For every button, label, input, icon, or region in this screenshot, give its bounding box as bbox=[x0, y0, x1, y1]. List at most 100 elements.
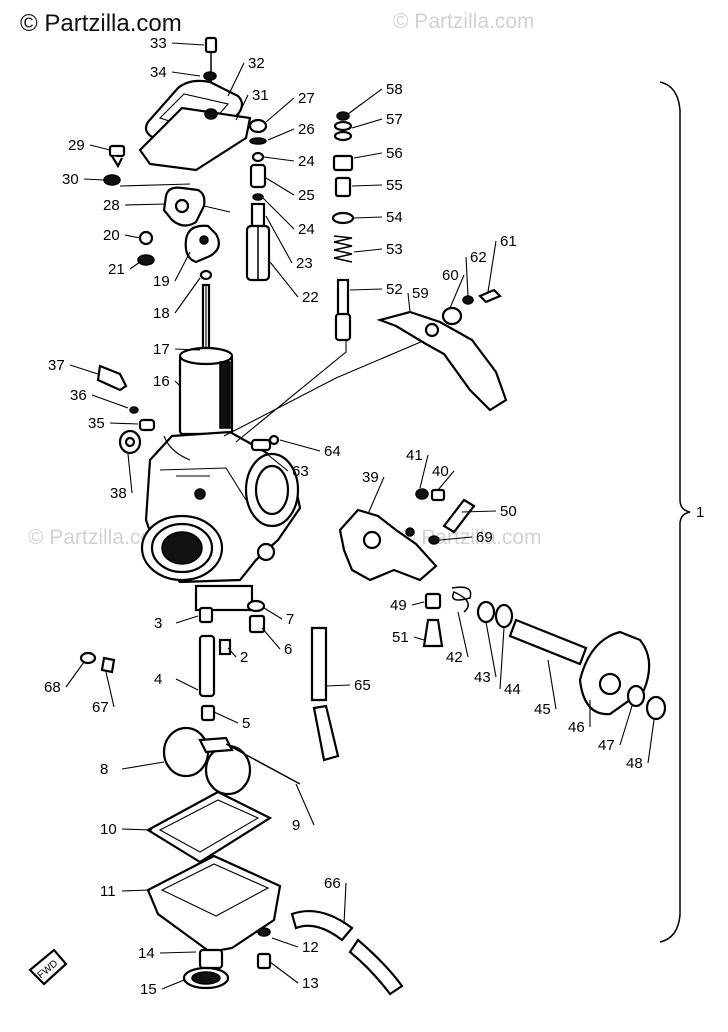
float-bowl-group bbox=[145, 790, 282, 990]
leader-line-36 bbox=[91, 394, 129, 409]
part-callout-69[interactable]: 69 bbox=[476, 529, 493, 546]
partzilla-watermark: © Partzilla.com bbox=[20, 10, 182, 37]
leader-line-25 bbox=[265, 177, 295, 196]
part-callout-16[interactable]: 16 bbox=[153, 373, 170, 390]
part-callout-13[interactable]: 13 bbox=[302, 975, 319, 992]
assembly-number-label: 1 bbox=[696, 504, 704, 521]
part-callout-9[interactable]: 9 bbox=[292, 817, 300, 834]
part-callout-20[interactable]: 20 bbox=[103, 227, 120, 244]
part-callout-5[interactable]: 5 bbox=[242, 715, 250, 732]
leader-line-61 bbox=[487, 240, 497, 293]
part-callout-53[interactable]: 53 bbox=[386, 241, 403, 258]
carburetor-body bbox=[140, 300, 431, 612]
part-callout-60[interactable]: 60 bbox=[442, 267, 459, 284]
part-callout-18[interactable]: 18 bbox=[153, 305, 170, 322]
leader-line-45 bbox=[547, 659, 557, 710]
part-callout-15[interactable]: 15 bbox=[140, 981, 157, 998]
part-callout-51[interactable]: 51 bbox=[392, 629, 409, 646]
part-callout-39[interactable]: 39 bbox=[362, 469, 379, 486]
part-callout-37[interactable]: 37 bbox=[48, 357, 65, 374]
part-callout-57[interactable]: 57 bbox=[386, 111, 403, 128]
part-callout-47[interactable]: 47 bbox=[598, 737, 615, 754]
part-callout-17[interactable]: 17 bbox=[153, 341, 170, 358]
leader-line-42 bbox=[457, 611, 469, 658]
leader-line-20 bbox=[124, 234, 141, 239]
part-callout-21[interactable]: 21 bbox=[108, 261, 125, 278]
part-callout-23[interactable]: 23 bbox=[296, 255, 313, 272]
leader-line-27 bbox=[265, 97, 295, 123]
leader-line-35 bbox=[109, 422, 139, 425]
part-callout-65[interactable]: 65 bbox=[354, 677, 371, 694]
part-callout-12[interactable]: 12 bbox=[302, 939, 319, 956]
part-callout-6[interactable]: 6 bbox=[284, 641, 292, 658]
part-callout-63[interactable]: 63 bbox=[292, 463, 309, 480]
part-callout-11[interactable]: 11 bbox=[100, 883, 116, 900]
part-callout-44[interactable]: 44 bbox=[504, 681, 521, 698]
part-callout-61[interactable]: 61 bbox=[500, 233, 517, 250]
leader-line-56 bbox=[353, 152, 383, 159]
part-callout-59[interactable]: 59 bbox=[412, 285, 429, 302]
leader-line-12 bbox=[271, 937, 299, 948]
part-callout-58[interactable]: 58 bbox=[386, 81, 403, 98]
part-callout-2[interactable]: 2 bbox=[240, 649, 248, 666]
part-callout-68[interactable]: 68 bbox=[44, 679, 61, 696]
leader-line-53 bbox=[353, 248, 383, 253]
top-cover-group bbox=[138, 36, 252, 172]
part-callout-3[interactable]: 3 bbox=[154, 615, 162, 632]
leader-line-21 bbox=[129, 261, 141, 270]
part-callout-24[interactable]: 24 bbox=[298, 221, 315, 238]
part-callout-31[interactable]: 31 bbox=[252, 87, 269, 104]
part-callout-66[interactable]: 66 bbox=[324, 875, 341, 892]
part-callout-38[interactable]: 38 bbox=[110, 485, 127, 502]
leader-lines bbox=[65, 42, 655, 990]
leader-line-8 bbox=[121, 761, 165, 770]
part-callout-10[interactable]: 10 bbox=[100, 821, 117, 838]
part-callout-67[interactable]: 67 bbox=[92, 699, 109, 716]
assembly-bracket bbox=[659, 81, 691, 943]
faint-watermark: © Partzilla.com bbox=[393, 10, 535, 33]
part-callout-41[interactable]: 41 bbox=[406, 447, 423, 464]
part-callout-52[interactable]: 52 bbox=[386, 281, 403, 298]
part-callout-54[interactable]: 54 bbox=[386, 209, 403, 226]
part-callout-8[interactable]: 8 bbox=[100, 761, 108, 778]
part-callout-30[interactable]: 30 bbox=[62, 171, 79, 188]
leader-line-29 bbox=[89, 144, 111, 151]
leader-line-34 bbox=[171, 71, 201, 77]
part-callout-43[interactable]: 43 bbox=[474, 669, 491, 686]
part-callout-46[interactable]: 46 bbox=[568, 719, 585, 736]
part-callout-24[interactable]: 24 bbox=[298, 153, 315, 170]
part-callout-7[interactable]: 7 bbox=[286, 611, 294, 628]
air-screw-group bbox=[250, 434, 280, 452]
leader-line-33 bbox=[171, 42, 205, 46]
part-callout-14[interactable]: 14 bbox=[138, 945, 155, 962]
part-callout-49[interactable]: 49 bbox=[390, 597, 407, 614]
part-callout-45[interactable]: 45 bbox=[534, 701, 551, 718]
part-callout-55[interactable]: 55 bbox=[386, 177, 403, 194]
part-callout-19[interactable]: 19 bbox=[153, 273, 170, 290]
part-callout-22[interactable]: 22 bbox=[302, 289, 319, 306]
part-callout-35[interactable]: 35 bbox=[88, 415, 105, 432]
part-callout-28[interactable]: 28 bbox=[103, 197, 120, 214]
part-callout-34[interactable]: 34 bbox=[150, 64, 167, 81]
part-callout-62[interactable]: 62 bbox=[470, 249, 487, 266]
part-callout-40[interactable]: 40 bbox=[432, 463, 449, 480]
part-callout-25[interactable]: 25 bbox=[298, 187, 315, 204]
part-callout-56[interactable]: 56 bbox=[386, 145, 403, 162]
part-callout-42[interactable]: 42 bbox=[446, 649, 463, 666]
part-callout-32[interactable]: 32 bbox=[248, 55, 265, 72]
part-callout-36[interactable]: 36 bbox=[70, 387, 87, 404]
part-callout-64[interactable]: 64 bbox=[324, 443, 341, 460]
part-callout-48[interactable]: 48 bbox=[626, 755, 643, 772]
leader-line-14 bbox=[159, 951, 197, 954]
part-callout-26[interactable]: 26 bbox=[298, 121, 315, 138]
part-callout-29[interactable]: 29 bbox=[68, 137, 85, 154]
leader-line-17 bbox=[174, 348, 201, 351]
part-callout-50[interactable]: 50 bbox=[500, 503, 517, 520]
leader-line-47 bbox=[619, 705, 633, 746]
part-callout-33[interactable]: 33 bbox=[150, 35, 167, 52]
leader-line-2 bbox=[227, 647, 237, 658]
leader-line-6 bbox=[261, 627, 281, 650]
part-callout-4[interactable]: 4 bbox=[154, 671, 162, 688]
part-callout-27[interactable]: 27 bbox=[298, 90, 315, 107]
